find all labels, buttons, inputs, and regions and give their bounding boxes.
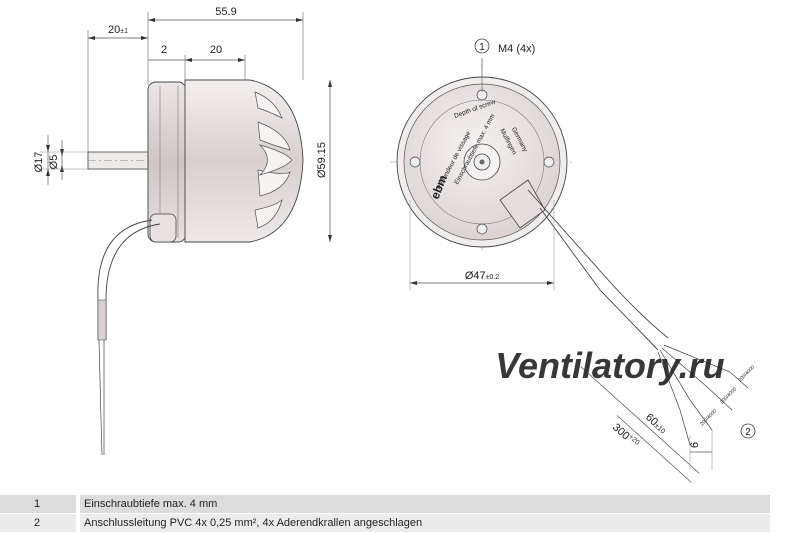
dim-shaft-length: 20±1 bbox=[108, 24, 128, 36]
side-view bbox=[40, 12, 332, 456]
note-number: 2 bbox=[0, 514, 76, 532]
note-text: Anschlussleitung PVC 4x 0,25 mm², 4x Ade… bbox=[80, 514, 770, 532]
dim-dia-housing: Ø59.15 bbox=[316, 142, 328, 178]
note-number: 1 bbox=[0, 495, 76, 513]
wire-label-2: 200/4000 bbox=[719, 386, 738, 405]
dim-dia-5: Ø5 bbox=[48, 155, 60, 170]
wire-label-3: 200/4000 bbox=[699, 408, 718, 427]
dim-cable-300: 300+20 bbox=[610, 421, 641, 450]
dim-cable-60: 60±10 bbox=[643, 411, 669, 436]
callout-1: 1 bbox=[479, 42, 485, 53]
watermark: Ventilatory.ru bbox=[495, 345, 724, 386]
front-view bbox=[390, 38, 756, 483]
callout-2: 2 bbox=[745, 427, 751, 438]
note-row: 2 Anschlussleitung PVC 4x 0,25 mm², 4x A… bbox=[0, 514, 800, 532]
notes-table: 1 Einschraubtiefe max. 4 mm 2 Anschlussl… bbox=[0, 495, 800, 533]
dim-flange-offset: 2 bbox=[161, 44, 167, 56]
dim-screw-thread: M4 (4x) bbox=[498, 43, 535, 55]
dim-cable-6: 6 bbox=[689, 442, 701, 448]
note-row: 1 Einschraubtiefe max. 4 mm bbox=[0, 495, 800, 513]
note-text: Einschraubtiefe max. 4 mm bbox=[80, 495, 770, 513]
dim-housing-length: 20 bbox=[210, 44, 222, 56]
technical-drawing: 55.9 20±1 2 20 Ø17 Ø5 Ø59.15 bbox=[33, 6, 756, 483]
dim-dia-17: Ø17 bbox=[33, 152, 45, 173]
dim-overall-length: 55.9 bbox=[215, 6, 236, 18]
wire-label-1: 200/4000 bbox=[737, 364, 756, 383]
dim-dia-47: Ø47±0.2 bbox=[465, 270, 499, 282]
